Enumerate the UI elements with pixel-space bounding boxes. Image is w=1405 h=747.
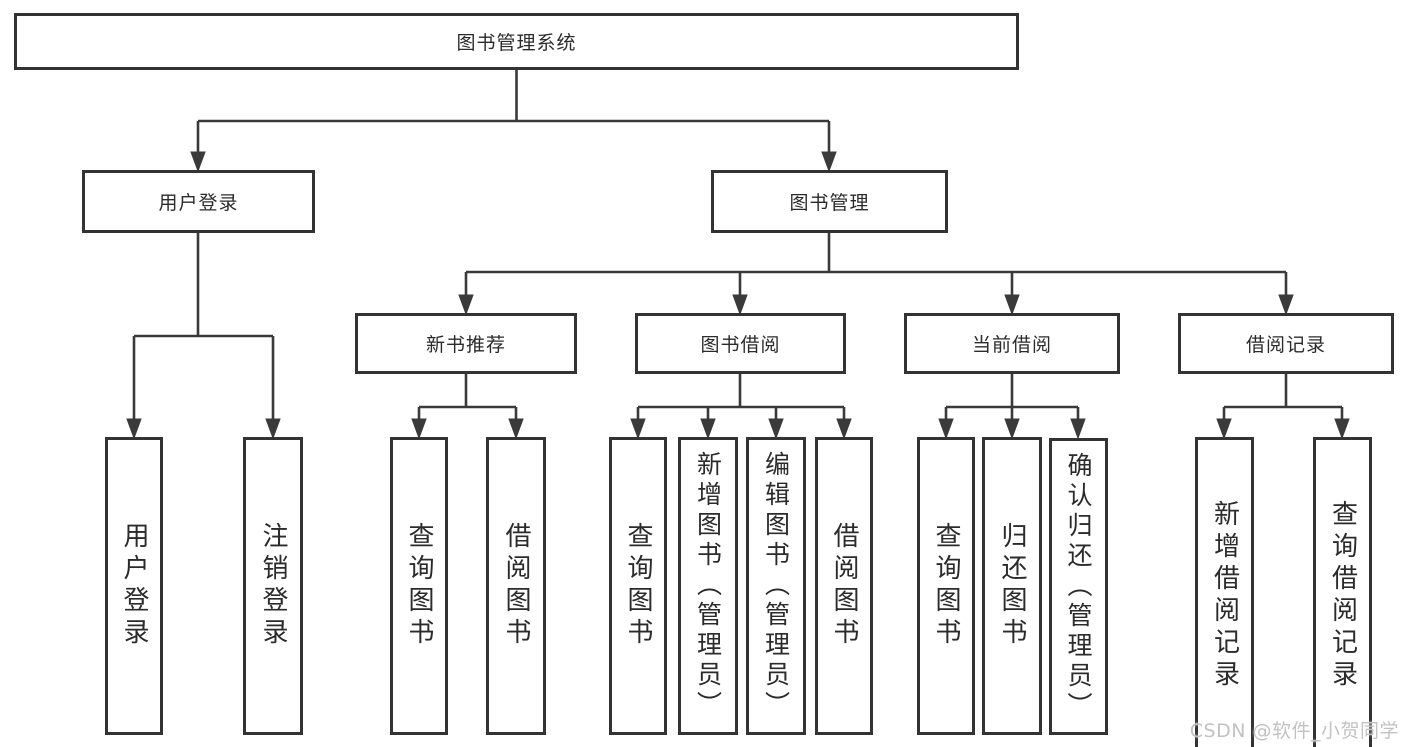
node-book-borrow-label: 图书借阅 [700,334,781,356]
leaf-user-login: 用户登录 [105,437,163,735]
leaf-query-books-borrow-label: 查询图书 [623,522,653,650]
arrowhead [938,418,954,440]
connector-currentborrow-to-leaves [944,374,1080,421]
node-root: 图书管理系统 [14,13,1019,70]
leaf-return-books-label: 归还图书 [997,522,1027,650]
leaf-add-book-admin-label: 新增图书（管理员） [693,451,723,721]
csdn-watermark: CSDN @软件_小贺同学 [1189,720,1399,742]
leaf-confirm-return-admin-label: 确认归还（管理员） [1064,451,1093,722]
arrowhead [1278,294,1294,316]
leaf-return-books: 归还图书 [982,437,1042,735]
arrowhead [1216,418,1232,440]
leaf-borrow-books-recommend: 借阅图书 [486,437,546,735]
node-current-borrow-label: 当前借阅 [971,334,1052,356]
arrowhead [458,294,474,316]
arrowhead [700,418,716,440]
arrowhead [1004,418,1020,440]
connector-newbook-to-leaves [417,374,518,421]
node-borrow-records: 借阅记录 [1178,313,1394,374]
arrowhead [1004,294,1020,316]
leaf-borrow-books-recommend-label: 借阅图书 [501,522,531,650]
arrowhead [508,418,524,440]
leaf-query-books-recommend-label: 查询图书 [404,522,434,650]
leaf-query-books-current-label: 查询图书 [931,522,961,650]
arrowhead [411,418,427,440]
arrowhead [821,151,837,173]
leaf-query-borrow-record: 查询借阅记录 [1313,437,1372,747]
arrowhead [836,418,852,440]
leaf-borrow-books-label: 借阅图书 [829,522,859,650]
leaf-user-login-label: 用户登录 [119,522,149,650]
leaf-edit-book-admin-label: 编辑图书（管理员） [761,451,791,721]
arrowhead [768,418,784,440]
arrowhead [126,418,142,440]
connector-userlogin-to-leaves [132,233,275,421]
node-new-book-recommend: 新书推荐 [355,313,577,374]
node-book-management-label: 图书管理 [789,192,870,214]
leaf-add-book-admin: 新增图书（管理员） [678,437,738,735]
arrowhead [265,418,281,440]
arrowhead [630,418,646,440]
leaf-logout-label: 注销登录 [258,522,288,650]
node-root-label: 图书管理系统 [456,32,577,54]
node-new-book-recommend-label: 新书推荐 [425,334,506,356]
arrowhead [1334,418,1350,440]
connector-records-to-leaves [1222,374,1344,421]
leaf-query-books-current: 查询图书 [917,437,975,735]
node-user-login-label: 用户登录 [158,192,239,214]
leaf-add-borrow-record-label: 新增借阅记录 [1209,500,1240,692]
node-book-management: 图书管理 [711,170,948,233]
connector-root-to-level2 [196,70,831,154]
leaf-borrow-books: 借阅图书 [815,437,873,735]
leaf-add-borrow-record: 新增借阅记录 [1195,437,1254,747]
leaf-query-books-borrow: 查询图书 [609,437,667,735]
leaf-logout: 注销登录 [243,437,303,735]
leaf-query-borrow-record-label: 查询借阅记录 [1327,500,1358,692]
node-borrow-records-label: 借阅记录 [1245,334,1326,356]
leaf-confirm-return-admin: 确认归还（管理员） [1049,438,1108,735]
leaf-edit-book-admin: 编辑图书（管理员） [746,437,806,735]
node-book-borrow: 图书借阅 [635,313,846,374]
connector-bookmgmt-to-level3 [464,233,1288,297]
leaf-query-books-recommend: 查询图书 [390,437,448,735]
connector-bookborrow-to-leaves [636,374,846,421]
node-current-borrow: 当前借阅 [904,313,1120,374]
arrowhead [1070,418,1086,440]
arrowhead [190,151,206,173]
arrowhead [732,294,748,316]
node-user-login: 用户登录 [82,170,315,233]
